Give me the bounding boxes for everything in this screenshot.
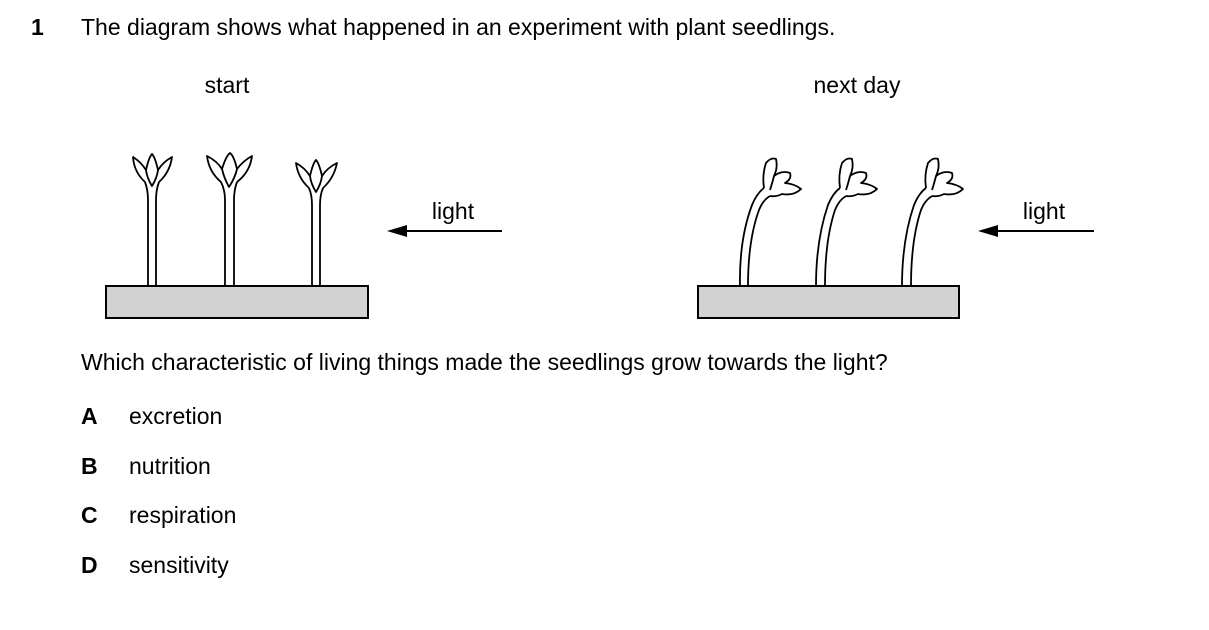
option-text: respiration (129, 502, 237, 528)
start-label: start (205, 72, 250, 98)
option-letter: B (81, 453, 98, 479)
start-seedling (206, 152, 253, 286)
light-label-start: light (432, 198, 475, 224)
bent-seedling (739, 157, 802, 287)
option-text: nutrition (129, 453, 211, 479)
question-prompt: Which characteristic of living things ma… (81, 349, 888, 375)
option-text: excretion (129, 403, 223, 429)
start-seedling (132, 153, 173, 286)
option-letter: D (81, 552, 98, 578)
option-letter: C (81, 502, 98, 528)
option-a[interactable]: A excretion (81, 403, 222, 430)
light-arrow-next-day (978, 225, 1094, 237)
bent-seedling (815, 157, 878, 287)
question-number: 1 (31, 14, 44, 40)
option-b[interactable]: B nutrition (81, 453, 211, 480)
option-c[interactable]: C respiration (81, 502, 236, 529)
light-label-next-day: light (1023, 198, 1066, 224)
option-d[interactable]: D sensitivity (81, 552, 229, 579)
next-day-tray (697, 285, 960, 319)
light-arrow-start (387, 225, 502, 237)
bent-seedling (901, 157, 964, 287)
start-tray (105, 285, 369, 319)
question-text: The diagram shows what happened in an ex… (81, 14, 836, 40)
option-text: sensitivity (129, 552, 229, 578)
seedling-experiment-diagram: start next day light (105, 72, 1094, 319)
option-letter: A (81, 403, 98, 429)
next-day-label: next day (814, 72, 901, 98)
start-seedling (295, 159, 338, 286)
